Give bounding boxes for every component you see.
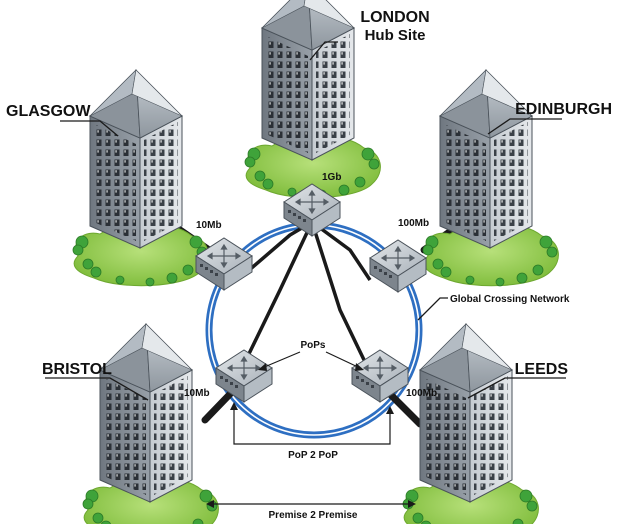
leader-leeds [467, 377, 566, 399]
bandwidth-bristol: 10Mb [184, 388, 210, 399]
site-label-london-line2: Hub Site [365, 27, 426, 44]
site-label-glasgow: GLASGOW [6, 103, 91, 120]
backbone-lines [238, 220, 372, 363]
site-label-london-line1: LONDON [360, 9, 429, 26]
site-label-edinburgh: EDINBURGH [515, 101, 612, 118]
callout-lines [45, 41, 566, 401]
pops-label: PoPs [300, 340, 325, 351]
pops-arrows [261, 351, 361, 369]
leader-london [309, 41, 338, 61]
building-icon [244, 0, 381, 199]
site-label-bristol: BRISTOL [42, 361, 112, 378]
bandwidth-glasgow: 10Mb [196, 220, 222, 231]
bandwidth-edinburgh: 100Mb [398, 218, 429, 229]
backbone-leeds [310, 221, 367, 363]
backbone-bristol [243, 221, 314, 363]
network-label: Global Crossing Network [450, 294, 570, 305]
bandwidth-london: 1Gb [322, 172, 341, 183]
pop2pop-bracket [233, 408, 391, 445]
site-label-leeds: LEEDS [515, 361, 569, 378]
link-leeds [382, 386, 424, 428]
leader-bristol [45, 377, 149, 401]
link-bristol [201, 388, 236, 424]
building-icon [72, 69, 209, 287]
backbone-edinburgh [310, 220, 372, 281]
leader-edinburgh [487, 118, 562, 135]
leader-glasgow [60, 120, 119, 137]
bandwidth-leeds: 100Mb [406, 388, 437, 399]
leader-network [417, 297, 448, 321]
network-switch-icon [215, 349, 273, 403]
premise2premise-label: Premise 2 Premise [269, 510, 358, 521]
building-icon [402, 323, 539, 524]
building-icon [82, 323, 219, 524]
pop2pop-label: PoP 2 PoP [288, 450, 338, 461]
